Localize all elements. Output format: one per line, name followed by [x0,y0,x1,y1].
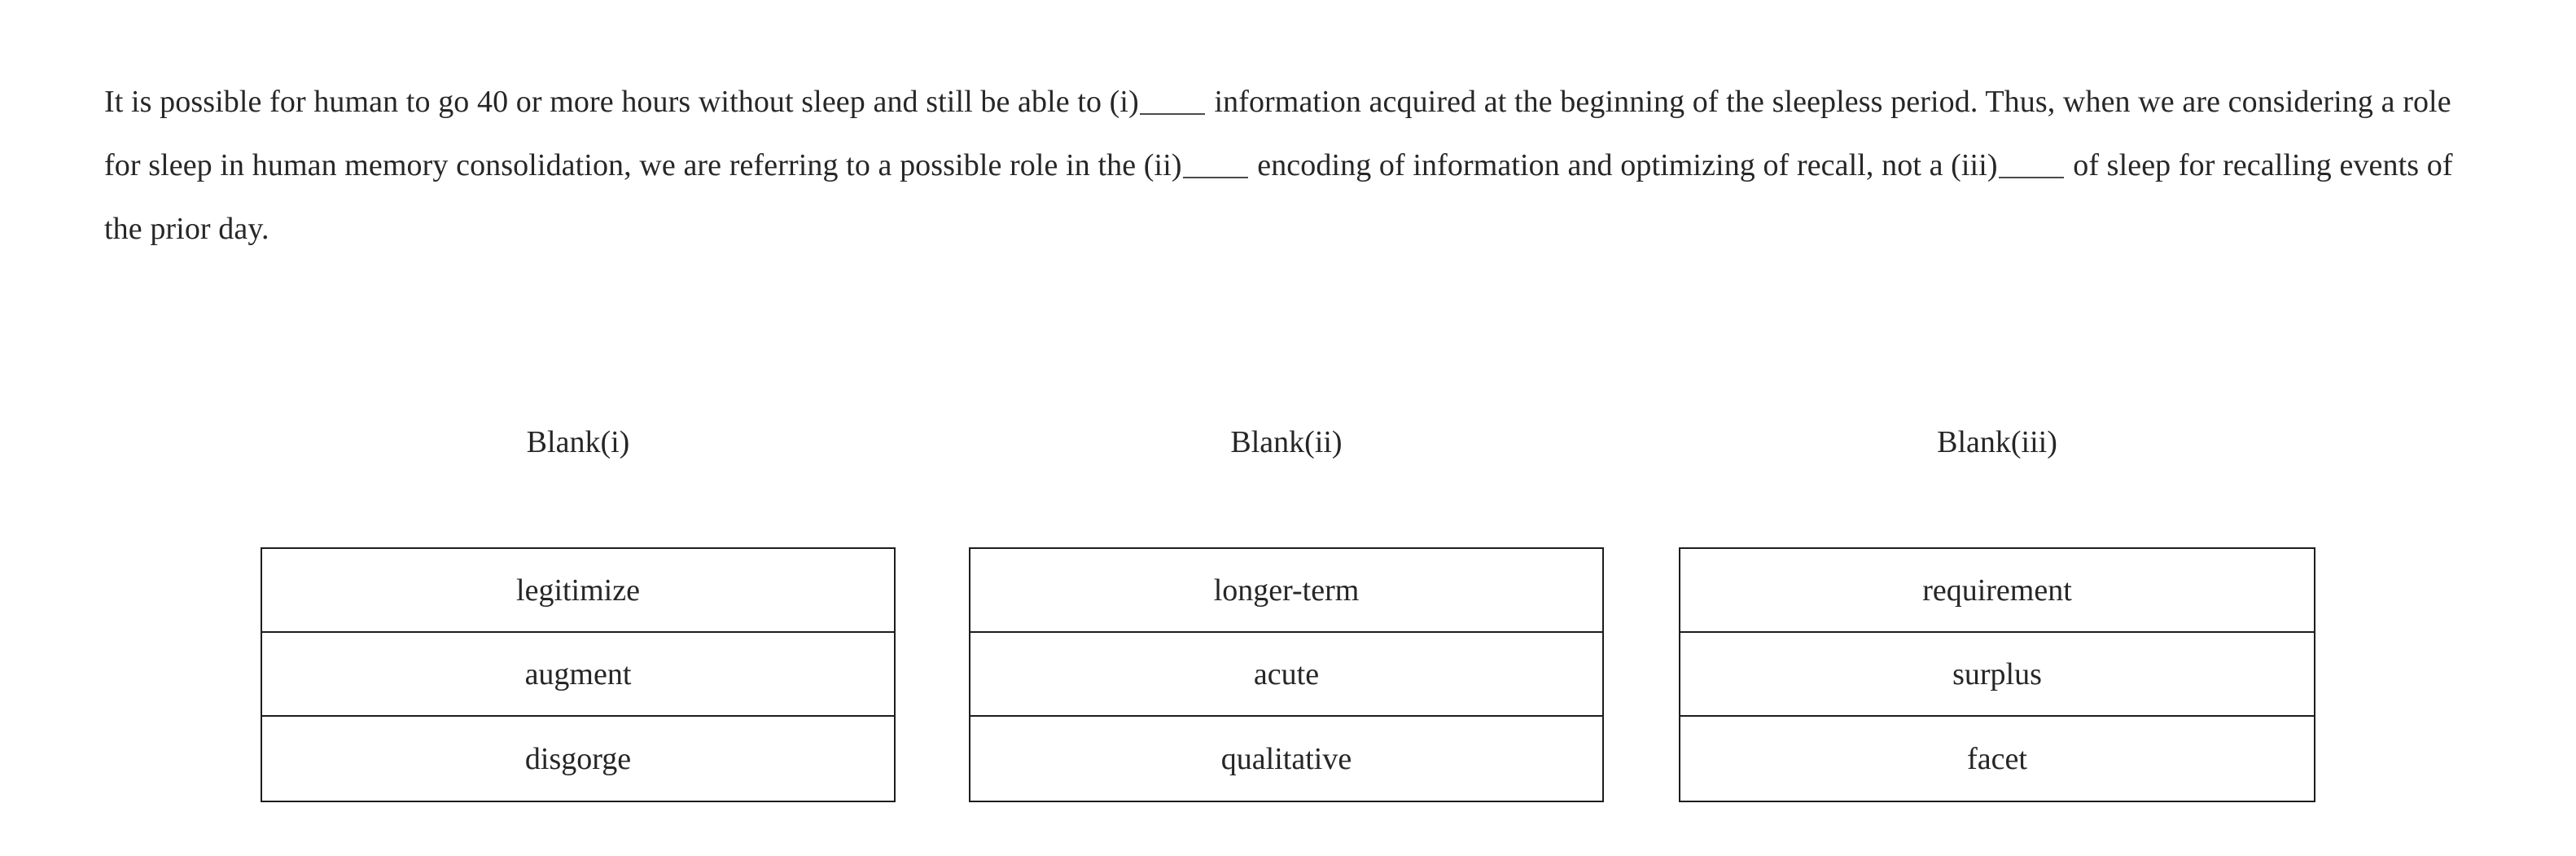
blank-i-underline [1139,113,1205,115]
option-blank-iii-1[interactable]: requirement [1680,549,2314,633]
passage-part-4: of sleep for recalling events of the pri… [104,148,2453,246]
column-header-blank-ii: Blank(ii) [1230,425,1343,459]
option-blank-ii-1[interactable]: longer-term [970,549,1602,633]
passage-part-2: information acquired at the beginning of… [104,85,2451,182]
option-blank-i-1[interactable]: legitimize [262,549,894,633]
blank-column-iii: Blank(iii) requirement surplus facet [1679,424,2315,802]
passage-part-1: It is possible for human to go 40 or mor… [104,85,1139,119]
answer-choices-area: Blank(i) legitimize augment disgorge Bla… [0,424,2576,831]
option-blank-iii-2[interactable]: surplus [1680,633,2314,717]
blank-ii-underline [1182,177,1248,178]
option-group-blank-iii: requirement surplus facet [1679,547,2315,802]
blank-column-ii: Blank(ii) longer-term acute qualitative [969,424,1604,802]
column-header-blank-i: Blank(i) [526,425,630,459]
blank-iii-underline [1998,177,2064,178]
option-blank-iii-3[interactable]: facet [1680,717,2314,801]
passage-text: It is possible for human to go 40 or mor… [104,70,2465,261]
option-blank-i-2[interactable]: augment [262,633,894,717]
option-blank-i-3[interactable]: disgorge [262,717,894,801]
passage-part-3: encoding of information and optimizing o… [1249,148,1998,182]
blank-column-i: Blank(i) legitimize augment disgorge [261,424,896,802]
option-group-blank-i: legitimize augment disgorge [261,547,896,802]
column-header-blank-iii: Blank(iii) [1937,425,2057,459]
option-group-blank-ii: longer-term acute qualitative [969,547,1604,802]
option-blank-ii-3[interactable]: qualitative [970,717,1602,801]
option-blank-ii-2[interactable]: acute [970,633,1602,717]
